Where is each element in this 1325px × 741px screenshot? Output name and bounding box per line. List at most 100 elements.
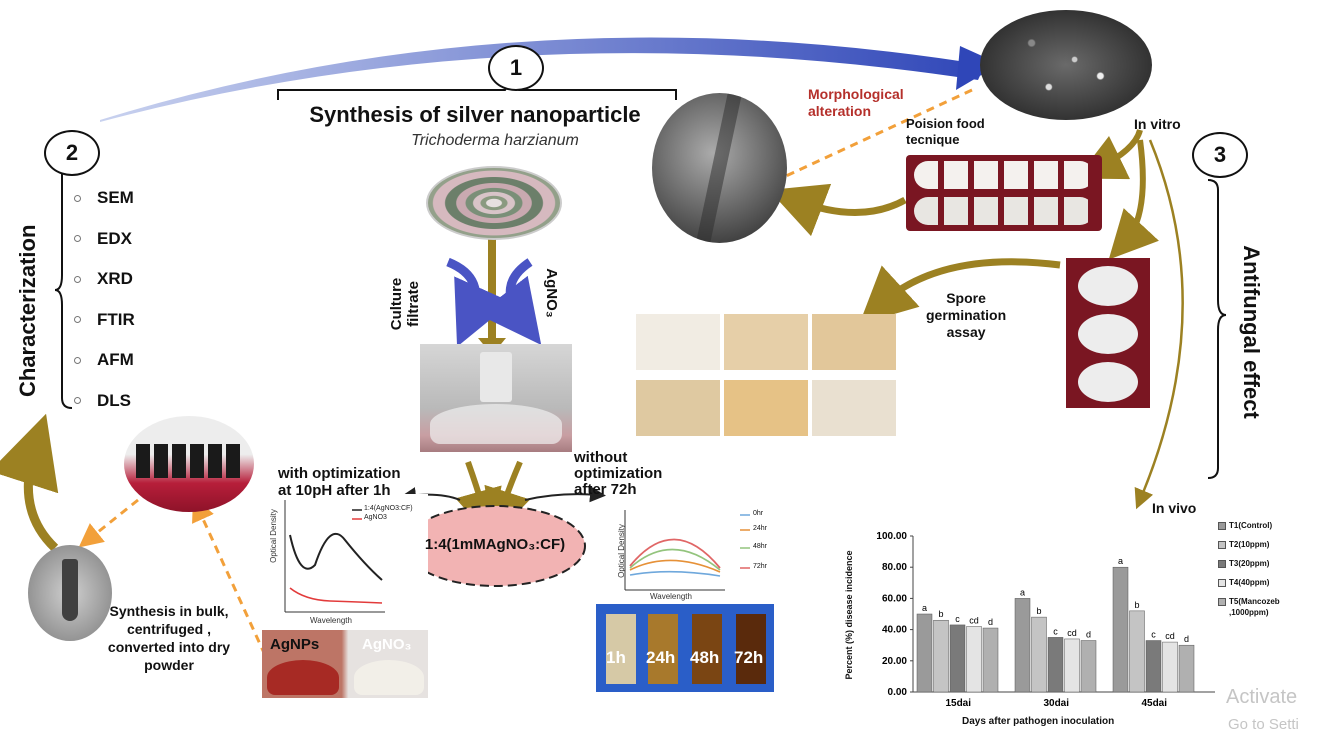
uv-left-xlabel: Wavelength <box>310 616 352 625</box>
uv-right-legend-0hr: 0hr <box>753 510 764 517</box>
antifungal-title: Antifungal effect <box>1239 245 1264 419</box>
uv-left-ylabel: Optical Density <box>269 509 278 563</box>
blue-arrow-head <box>956 46 1000 90</box>
bar-legend-item: T2(10ppm) <box>1218 539 1318 550</box>
gold-arrow-tube-up <box>0 413 59 552</box>
bar-letter: d <box>1184 634 1189 644</box>
bar-ytick-label: 40.00 <box>882 625 907 636</box>
uv-left-legend-1: 1:4(AgNO3:CF) <box>364 505 413 512</box>
agno3-flask-label: AgNO₃ <box>362 636 412 653</box>
bar-chart-ylabel: Percent (%) disease incidence <box>844 550 854 680</box>
bar-15dai-2 <box>949 624 966 693</box>
bar-chart-legend: T1(Control)T2(10ppm)T3(20ppm)T4(40ppm)T5… <box>1218 520 1318 626</box>
uv-right-series-72hr <box>629 538 721 569</box>
tube-label-48h: 48h <box>690 648 720 667</box>
bar-letter: b <box>1036 606 1041 616</box>
bar-30dai-0 <box>1014 598 1031 693</box>
legend-swatch <box>1218 560 1226 568</box>
bar-ytick-label: 0.00 <box>888 687 908 698</box>
uv-chart-right <box>624 510 750 591</box>
legend-label: T4(40ppm) <box>1229 578 1270 587</box>
agno3-arrow <box>477 258 542 345</box>
uv-left-series-1 <box>289 533 383 581</box>
blue-flow-arrow <box>100 37 985 122</box>
arrow-without-optimization <box>524 486 606 503</box>
orange-arrow-bottles-tube <box>78 498 139 548</box>
uv-right-series-24hr <box>629 559 721 573</box>
legend-label: T2(10ppm) <box>1229 540 1270 549</box>
bar-chart-xlabel: Days after pathogen inoculation <box>962 716 1115 727</box>
technique-item: AFM <box>74 340 154 381</box>
bulk-synthesis-text: Synthesis in bulk,centrifuged ,converted… <box>107 603 231 673</box>
watermark-settings: Go to Setti <box>1228 716 1299 733</box>
poison-food-plates <box>906 155 1102 231</box>
bar-30dai-3 <box>1064 638 1080 693</box>
bar-ytick-label: 20.00 <box>882 656 907 667</box>
uv-right-ylabel: Optical Density <box>617 524 626 578</box>
bar-category-label: 15dai <box>945 698 971 709</box>
uv-right-legend-48hr: 48hr <box>753 543 768 550</box>
bar-letter: a <box>1020 587 1025 597</box>
in-vitro-label: In vitro <box>1134 116 1181 132</box>
gold-arrow-poison <box>1076 129 1143 180</box>
agnps-label: AgNPs <box>270 636 320 653</box>
bar-category-label: 45dai <box>1141 698 1167 709</box>
black-bottles-photo <box>124 416 254 512</box>
watermark-activate: Activate <box>1226 686 1298 708</box>
bar-letter: cd <box>969 615 979 625</box>
gold-shaft <box>488 232 496 342</box>
legend-label: T1(Control) <box>1229 521 1273 530</box>
uv-left-series-2 <box>289 587 383 604</box>
bar-45dai-2 <box>1145 640 1162 693</box>
legend-swatch <box>1218 598 1226 606</box>
bar-45dai-1 <box>1129 610 1145 693</box>
brace-antifungal <box>1207 179 1227 479</box>
step-1-badge: 1 <box>488 45 544 91</box>
bar-category-label: 30dai <box>1043 698 1069 709</box>
characterization-list: SEM EDX XRD FTIR AFM DLS <box>74 178 154 421</box>
step-2-badge: 2 <box>44 130 100 176</box>
technique-item: FTIR <box>74 300 154 341</box>
tube-label-1h: 1h <box>606 648 626 667</box>
trichoderma-petri-dish <box>426 166 562 240</box>
bar-letter: c <box>1053 626 1058 636</box>
uv-right-series-48hr <box>629 548 721 571</box>
uv-chart-left <box>262 494 428 630</box>
bar-15dai-1 <box>933 619 949 693</box>
technique-item: SEM <box>74 178 154 219</box>
bar-letter: d <box>988 617 993 627</box>
agnps-flasks-photo <box>262 630 428 698</box>
technique-item: EDX <box>74 219 154 260</box>
bar-letter: c <box>955 614 960 624</box>
uv-right-series-0hr <box>629 570 721 577</box>
synthesis-title: Synthesis of silver nanoparticle <box>309 102 641 127</box>
bar-45dai-3 <box>1162 641 1178 693</box>
gold-arrow-plates <box>1108 139 1159 260</box>
technique-item: DLS <box>74 381 154 422</box>
characterization-title: Characterization <box>15 224 40 397</box>
gold-curve-invivo <box>1134 139 1184 510</box>
bar-letter: b <box>938 609 943 619</box>
legend-swatch <box>1218 522 1226 530</box>
brace-step1 <box>277 78 677 100</box>
time-course-tubes-photo <box>596 604 774 692</box>
gold-arrow-sem <box>768 183 907 237</box>
uv-right-legend-24hr: 24hr <box>753 525 768 532</box>
bar-letter: d <box>1086 630 1091 640</box>
bar-letter: cd <box>1165 631 1175 641</box>
agno3-label: AgNO₃ <box>543 268 560 318</box>
conical-flask-photo <box>420 344 572 452</box>
brace-characterization <box>54 149 73 409</box>
in-vivo-label: In vivo <box>1152 500 1197 516</box>
bar-legend-item: T4(40ppm) <box>1218 577 1318 588</box>
uv-right-legend-72hr: 72hr <box>753 563 768 570</box>
bar-45dai-0 <box>1112 566 1129 693</box>
sem-fungal-image <box>652 93 787 243</box>
legend-label: T3(20ppm) <box>1229 559 1270 568</box>
step-3-badge: 3 <box>1192 132 1248 178</box>
